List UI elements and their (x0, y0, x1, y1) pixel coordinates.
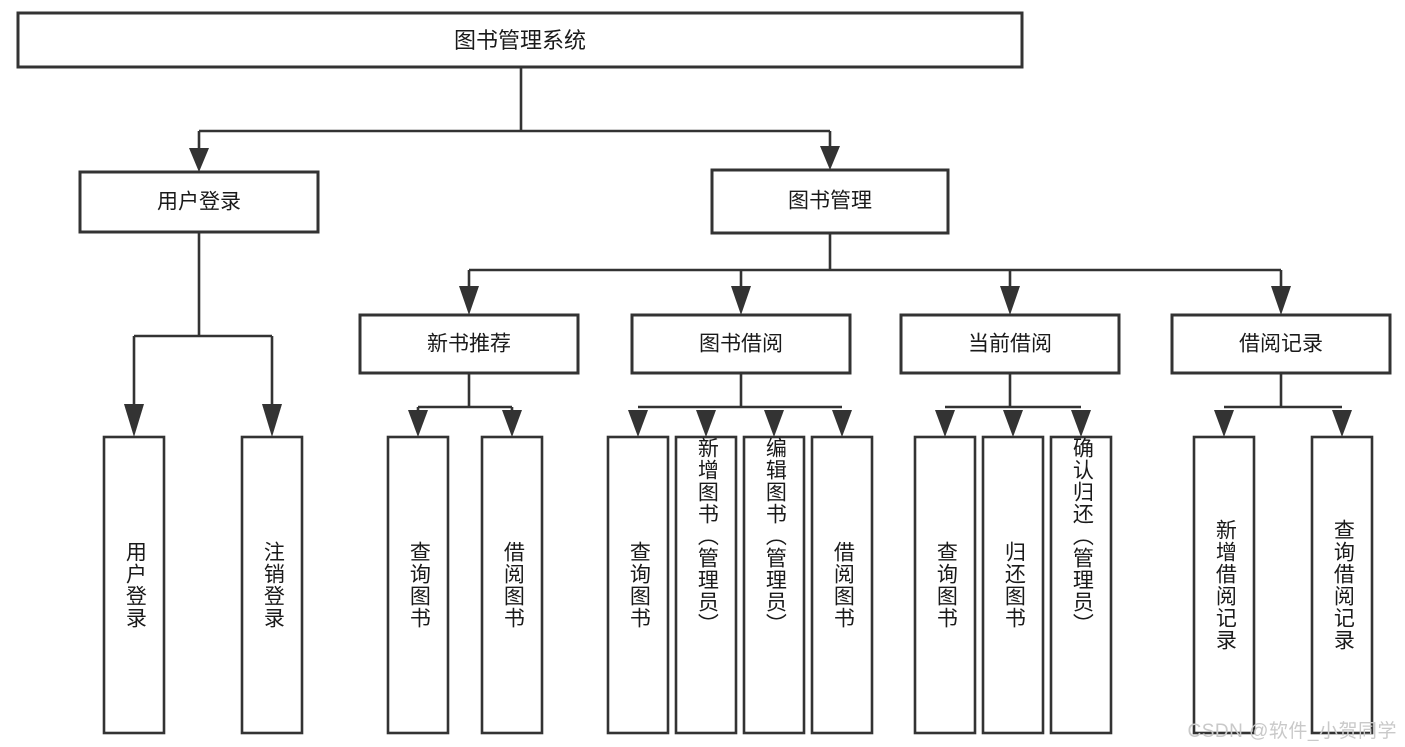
arrow-head-borrow-record (1271, 286, 1291, 315)
node-root[interactable]: 图书管理系统 (16, 11, 1024, 69)
node-book-management-box[interactable] (710, 168, 950, 235)
node-borrow-record[interactable]: 借阅记录 (1170, 313, 1392, 375)
arrow-head-new-book (459, 286, 479, 315)
watermark-text: CSDN @软件_小贺同学 (1187, 721, 1397, 742)
node-borrow-record-box[interactable] (1170, 313, 1392, 375)
node-user-login[interactable]: 用户登录 (78, 170, 320, 234)
connector-layer (124, 67, 1352, 437)
arrow-head-cb-leaf-2 (1003, 410, 1023, 437)
leaf-box-br-query-record[interactable] (1310, 435, 1374, 735)
leaf-box-nb-borrow-book[interactable] (480, 435, 544, 735)
leaf-box-bb-borrow-book[interactable] (810, 435, 874, 735)
arrow-head-bb-leaf-2 (696, 410, 716, 437)
node-new-book-recommend-label: 新书推荐 (427, 333, 511, 356)
arrow-head-br-leaf-2 (1332, 410, 1352, 437)
node-book-management[interactable]: 图书管理 (710, 168, 950, 235)
arrow-head-bb-leaf-3 (764, 410, 784, 437)
node-borrow-record-label: 借阅记录 (1239, 333, 1323, 356)
arrow-head-leaf-user-login (124, 404, 144, 437)
arrow-head-book-borrow (731, 286, 751, 315)
arrow-head-br-leaf-1 (1214, 410, 1234, 437)
node-current-borrow[interactable]: 当前借阅 (899, 313, 1121, 375)
leaf-box-bb-edit-book[interactable] (742, 435, 806, 735)
leaf-box-bb-query-book[interactable] (606, 435, 670, 735)
leaf-box-layer (102, 435, 1374, 735)
node-new-book-recommend-box[interactable] (358, 313, 580, 375)
arrow-head-book-mgmt (820, 146, 840, 170)
leaf-box-cb-confirm-return[interactable] (1049, 435, 1113, 735)
arrow-head-nb-leaf-1 (408, 410, 428, 437)
node-book-borrow-label: 图书借阅 (699, 333, 783, 356)
node-current-borrow-box[interactable] (899, 313, 1121, 375)
leaf-box-user-login[interactable] (102, 435, 166, 735)
node-user-login-label: 用户登录 (157, 191, 241, 214)
arrow-head-nb-leaf-2 (502, 410, 522, 437)
arrow-head-bb-leaf-4 (832, 410, 852, 437)
arrow-head-cb-leaf-3 (1071, 410, 1091, 437)
node-book-borrow-box[interactable] (630, 313, 852, 375)
node-root-label: 图书管理系统 (454, 28, 586, 53)
arrow-head-user-login (189, 148, 209, 172)
arrow-head-cb-leaf-1 (935, 410, 955, 437)
leaf-box-cb-query-book[interactable] (913, 435, 977, 735)
node-new-book-recommend[interactable]: 新书推荐 (358, 313, 580, 375)
node-root-box[interactable] (16, 11, 1024, 69)
arrow-head-bb-leaf-1 (628, 410, 648, 437)
leaf-box-nb-query-book[interactable] (386, 435, 450, 735)
leaf-box-bb-add-book[interactable] (674, 435, 738, 735)
arrow-head-current-borrow (1000, 286, 1020, 315)
node-book-borrow[interactable]: 图书借阅 (630, 313, 852, 375)
node-book-management-label: 图书管理 (788, 190, 872, 213)
leaf-box-logout[interactable] (240, 435, 304, 735)
leaf-box-cb-return-book[interactable] (981, 435, 1045, 735)
node-current-borrow-label: 当前借阅 (968, 333, 1052, 356)
leaf-box-br-add-record[interactable] (1192, 435, 1256, 735)
arrow-head-leaf-logout (262, 404, 282, 437)
node-user-login-box[interactable] (78, 170, 320, 234)
